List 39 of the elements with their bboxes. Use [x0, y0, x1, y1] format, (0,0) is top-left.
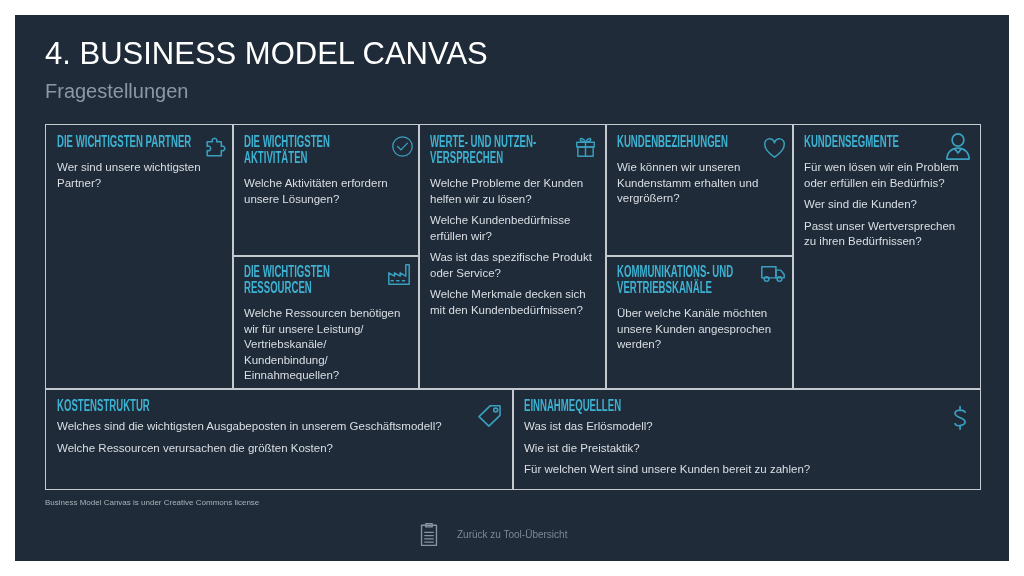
question-text: Wer sind unsere wichtigsten Partner?: [57, 160, 202, 191]
canvas-block: [792, 124, 981, 390]
question-text: Für welchen Wert sind unsere Kunden bereit zu zahlen?: [524, 462, 812, 477]
canvas-block: [418, 124, 607, 390]
block-heading: DIE WICHTIGSTEN RESSOURCEN: [244, 264, 331, 296]
question-text: Welche Merkmale decken sich mit den Kundenbedürfnissen?: [430, 287, 587, 318]
canvas-block: [232, 124, 420, 257]
question-text: Welche Ressourcen benötigen wir für unsere Leistung/ Vertriebskanäle/ Kundenbindung/ Einnahmequellen?: [244, 306, 402, 383]
back-link: Zurück zu Tool-Übersicht: [457, 529, 568, 541]
canvas-block: [605, 124, 794, 257]
question-text: Was ist das Erlösmodell?: [524, 419, 654, 434]
license-note: Business Model Canvas is under Creative Commons license: [45, 497, 260, 508]
block-heading: DIE WICHTIGSTEN AKTIVITÄTEN: [244, 134, 331, 166]
question-text: Über welche Kanäle möchten unsere Kunden angesprochen werden?: [617, 306, 773, 352]
question-text: Welche Probleme der Kunden helfen wir zu lösen?: [430, 176, 585, 207]
question-text: Wie können wir unseren Kundenstamm erhalten und vergrößern?: [617, 160, 760, 206]
question-text: Welche Kundenbedürfnisse erfüllen wir?: [430, 213, 572, 244]
question-text: Was ist das spezifische Produkt oder Service?: [430, 250, 593, 281]
canvas-block: [512, 388, 981, 490]
question-text: Welche Ressourcen verursachen die größten Kosten?: [57, 440, 334, 456]
question-text: Wer sind die Kunden?: [804, 197, 918, 212]
question-text: Passt unser Wertversprechen zu ihren Bedürfnissen?: [804, 218, 957, 249]
question-text: Für wen lösen wir ein Problem oder erfüllen ein Bedürfnis?: [804, 160, 960, 191]
slide-title: 4. BUSINESS MODEL CANVAS: [45, 36, 488, 72]
canvas-block: [45, 388, 514, 490]
canvas-block: [232, 255, 420, 390]
canvas-block: [605, 255, 794, 390]
slide-subtitle: Fragestellungen: [45, 79, 189, 103]
question-text: Welches sind die wichtigsten Ausgabeposten in unserem Geschäftsmodell?: [57, 419, 443, 434]
question-text: Wie ist die Preistaktik?: [524, 440, 641, 456]
block-heading: KUNDENBEZIEHUNGEN: [617, 134, 729, 150]
block-heading: DIE WICHTIGSTEN PARTNER: [57, 134, 193, 150]
block-heading: EINNAHMEQUELLEN: [524, 398, 623, 414]
canvas-block: [45, 124, 234, 390]
block-heading: KOSTENSTRUKTUR: [57, 398, 151, 414]
block-heading: KOMMUNIKATIONS- UND VERTRIEBSKANÄLE: [617, 264, 735, 296]
question-text: Welche Aktivitäten erfordern unsere Lösungen?: [244, 176, 389, 207]
block-heading: KUNDENSEGMENTE: [804, 134, 900, 150]
block-heading: WERTE- UND NUTZEN- VERSPRECHEN: [430, 134, 538, 166]
